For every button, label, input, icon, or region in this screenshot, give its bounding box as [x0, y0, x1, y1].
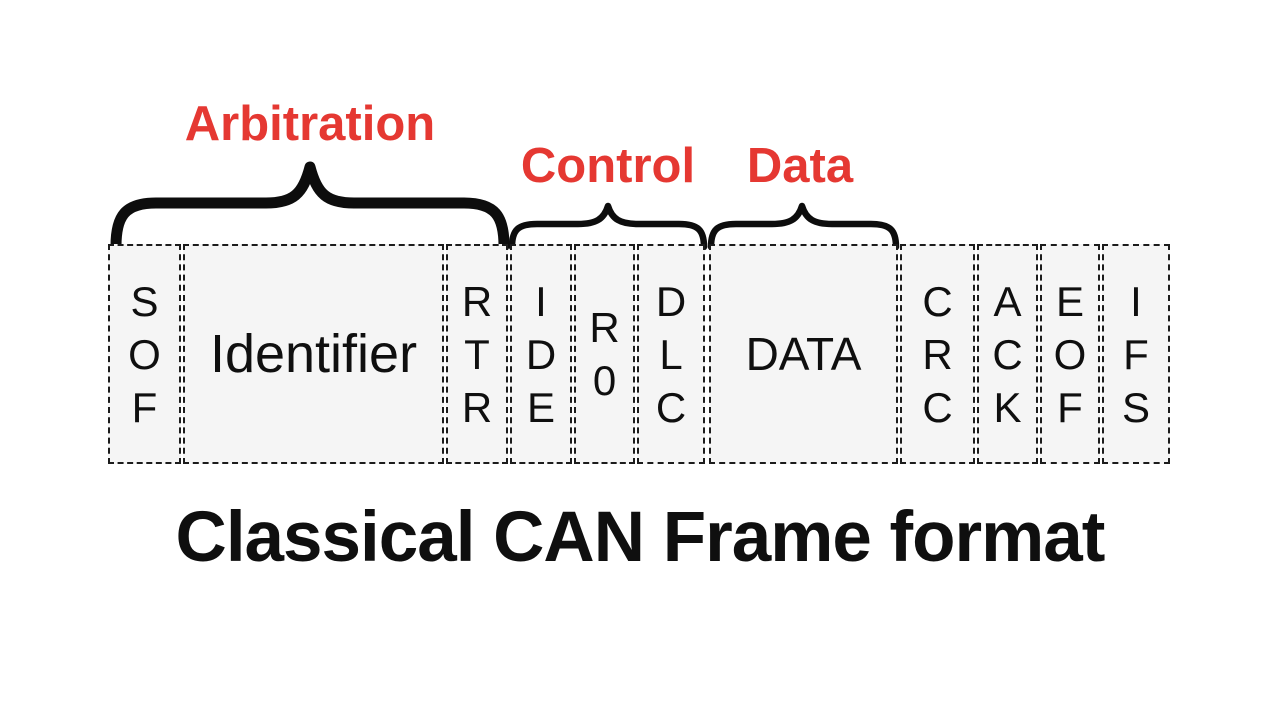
control-brace-icon: [508, 202, 708, 251]
field-label-char: R: [922, 330, 953, 378]
field-label-char: D: [525, 330, 557, 378]
diagram-title: Classical CAN Frame format: [175, 498, 1106, 577]
field-label-char: F: [1123, 330, 1149, 378]
field-label-char: D: [655, 277, 687, 325]
field-label-char: E: [1055, 277, 1084, 325]
field-label-char: E: [526, 383, 555, 431]
field-label-char: A: [993, 277, 1022, 325]
field-label-char: S: [1121, 383, 1150, 431]
field-label-char: F: [1057, 383, 1083, 431]
field-label-char: R: [461, 383, 493, 431]
control-group-label: Control: [520, 139, 696, 193]
field-label-char: F: [131, 383, 158, 431]
arbitration-group-label: Arbitration: [184, 97, 436, 151]
data-group-label: Data: [746, 139, 854, 193]
field-label-char: C: [992, 330, 1023, 378]
arbitration-brace-icon: [110, 161, 510, 252]
field-label-char: I: [1130, 277, 1142, 325]
field-label-char: C: [922, 277, 953, 325]
field-label-char: I: [535, 277, 547, 325]
field-label-char: S: [130, 277, 159, 325]
field-label-char: L: [659, 330, 683, 378]
field-label-char: C: [655, 383, 687, 431]
field-label-char: O: [128, 330, 161, 378]
field-label-char: R: [589, 304, 620, 351]
field-box-data: DATA: [709, 244, 898, 464]
field-label-char: O: [1053, 330, 1087, 378]
field-label-char: K: [993, 383, 1022, 431]
field-label-char: 0: [592, 357, 617, 404]
field-box-identifier: Identifier: [183, 244, 444, 464]
data-brace-icon: [707, 202, 900, 251]
field-label: Identifier: [209, 324, 418, 384]
field-label-char: R: [461, 277, 493, 325]
field-label-char: C: [922, 383, 953, 431]
field-label: DATA: [745, 328, 862, 380]
field-label-char: T: [464, 330, 490, 378]
